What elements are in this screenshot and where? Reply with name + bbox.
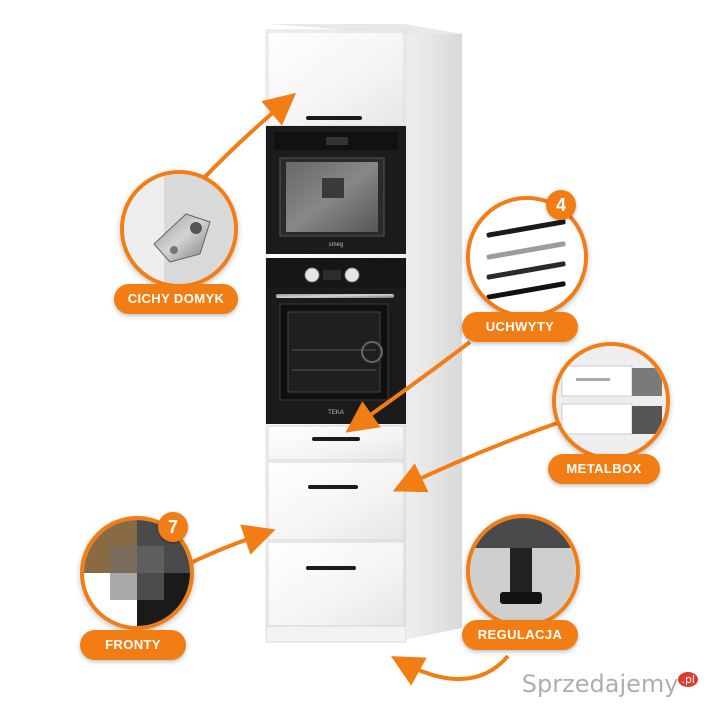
- oven-knob-left: [304, 267, 320, 283]
- drawer-2: [267, 461, 405, 541]
- oven-knob-right: [344, 267, 360, 283]
- cabinet-side: [404, 34, 462, 640]
- arrow-metalbox: [392, 420, 561, 493]
- drawer-detail-circle: [552, 342, 670, 460]
- drawer-2-handle: [308, 485, 358, 489]
- top-door-handle: [306, 116, 362, 120]
- label-fronty: FRONTY: [80, 630, 186, 660]
- uchwyty-count-badge: 4: [546, 190, 576, 220]
- fronts-detail-circle: [80, 516, 194, 630]
- drawer-1: [267, 425, 405, 461]
- handles-icon: [470, 200, 584, 314]
- label-uchwyty: UCHWYTY: [462, 312, 578, 342]
- cabinet-top: [268, 24, 462, 34]
- label-metalbox: METALBOX: [548, 454, 660, 484]
- top-door: [267, 31, 405, 127]
- oven-handle: [276, 294, 394, 298]
- arrow-cichy-domyk: [198, 92, 297, 184]
- drawer-3: [267, 541, 405, 627]
- plinth: [265, 625, 407, 643]
- watermark: Sprzedajemy.pl: [522, 670, 698, 698]
- arrow-regulacja: [391, 654, 510, 686]
- adjustable-leg-icon: [470, 518, 576, 624]
- leg-detail-circle: [466, 514, 580, 628]
- handles-detail-circle: [466, 196, 588, 318]
- coffee-brand-text: smeg: [329, 242, 344, 248]
- drawer-icon: [556, 346, 666, 456]
- hinge-icon: [124, 174, 234, 284]
- label-regulacja: REGULACJA: [462, 620, 578, 650]
- label-cichy-domyk: CICHY DOMYK: [114, 284, 238, 314]
- arrow-uchwyty: [345, 340, 472, 433]
- drawer-3-handle: [306, 566, 356, 570]
- oven-brand-text: TEKA: [328, 410, 344, 416]
- drawer-1-handle: [312, 437, 360, 441]
- hinge-detail-circle: [120, 170, 238, 288]
- fronty-count-badge: 7: [158, 512, 188, 542]
